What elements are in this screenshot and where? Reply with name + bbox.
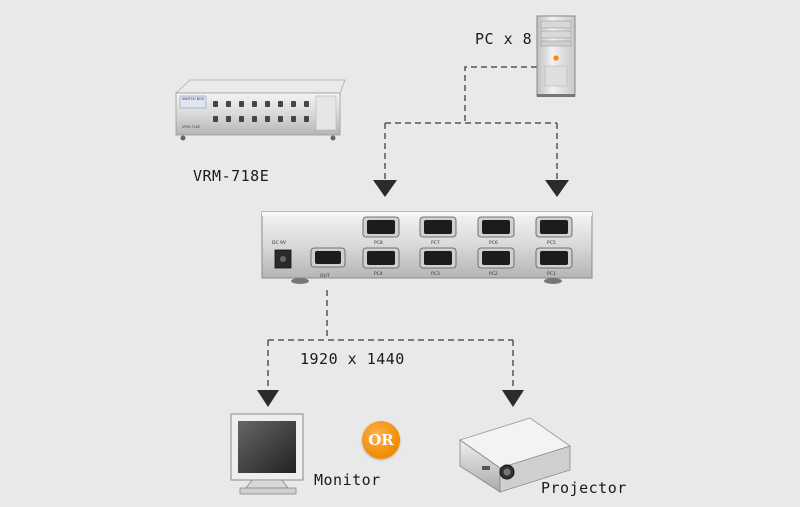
vga-port-pc4 — [362, 247, 400, 269]
vga-port-pc6 — [477, 216, 515, 238]
switch-front-model-label: VRM-718E — [182, 125, 201, 129]
vga-input-ports — [362, 216, 573, 269]
power-label: DC 9V — [272, 240, 287, 246]
switch-brand-text: SWITCH BOX — [181, 97, 205, 101]
pc-connection-lines — [384, 66, 558, 180]
port-label: PC8 — [374, 240, 383, 246]
or-badge: OR — [362, 421, 400, 459]
port-labels: PC8 PC7 PC6 PC5 PC4 PC3 PC2 PC1 — [374, 240, 556, 277]
output-connection-lines — [267, 290, 514, 390]
monitor-label: Monitor — [314, 471, 381, 489]
port-label: PC4 — [374, 271, 383, 277]
arrow-down-icon — [545, 180, 569, 197]
projector-label: Projector — [541, 479, 627, 497]
arrow-down-icon — [373, 180, 397, 197]
port-label: PC2 — [489, 271, 498, 277]
monitor-icon — [230, 413, 304, 495]
vga-port-pc3 — [419, 247, 457, 269]
pc-tower-icon — [536, 15, 576, 97]
arrow-down-icon — [502, 390, 524, 407]
resolution-label: 1920 x 1440 — [300, 350, 405, 368]
vga-port-pc2 — [477, 247, 515, 269]
vga-port-pc1 — [535, 247, 573, 269]
port-label: PC1 — [547, 271, 556, 277]
vga-port-pc5 — [535, 216, 573, 238]
projector-icon — [459, 417, 571, 493]
vga-port-pc8 — [362, 216, 400, 238]
svg-text:OUT: OUT — [320, 273, 330, 279]
port-label: PC3 — [431, 271, 440, 277]
port-label: PC5 — [547, 240, 556, 246]
port-label: PC6 — [489, 240, 498, 246]
pc-count-label: PC x 8 — [475, 30, 533, 48]
vga-port-pc7 — [419, 216, 457, 238]
model-label: VRM-718E — [193, 167, 270, 185]
switch-front-icon — [174, 79, 346, 141]
port-label: PC7 — [431, 240, 440, 246]
vga-output-port: OUT — [310, 247, 346, 279]
arrow-down-icon — [257, 390, 279, 407]
